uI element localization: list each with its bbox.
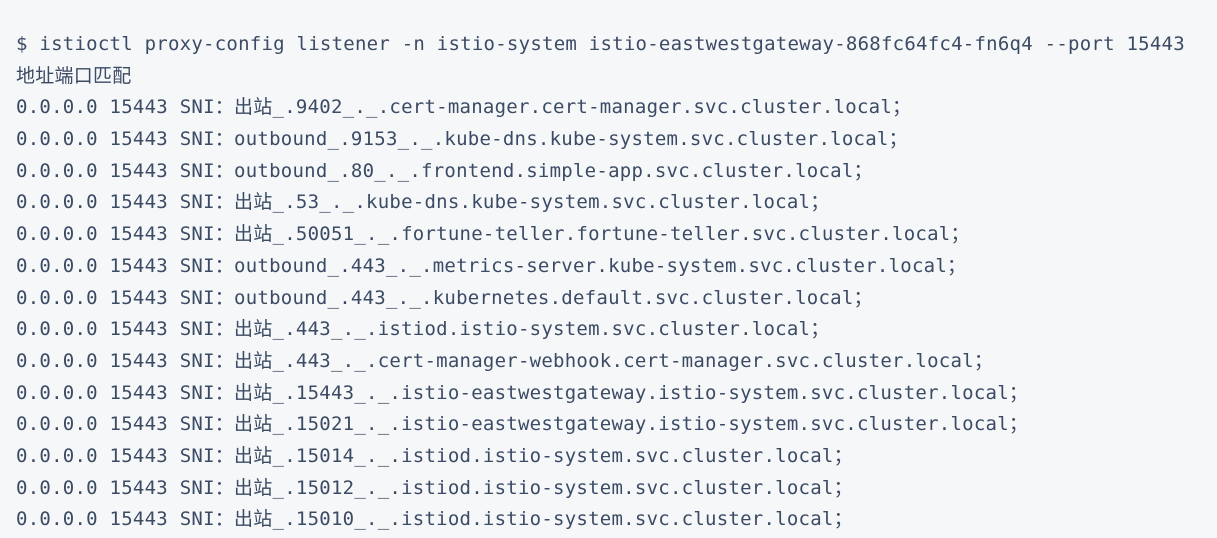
listener-address: 0.0.0.0 (16, 223, 98, 246)
sni-match-label: SNI： (179, 96, 235, 119)
listener-row: 0.0.0.0 15443 SNI：出站_.9402_._.cert-manag… (16, 92, 1207, 124)
sni-destination: 出站_.15021_._.istio-eastwestgateway.istio… (234, 413, 1029, 436)
sni-destination: 出站_.15012_._.istiod.istio-system.svc.clu… (234, 476, 853, 499)
listener-port: 15443 (109, 254, 168, 277)
listener-row: 0.0.0.0 15443 SNI：outbound_.80_._.fronte… (16, 156, 1207, 188)
listener-address: 0.0.0.0 (16, 349, 98, 372)
sni-match-label: SNI： (179, 444, 235, 467)
command-line: $ istioctl proxy-config listener -n isti… (16, 33, 1185, 55)
sni-match-label: SNI： (179, 128, 235, 151)
listener-address: 0.0.0.0 (16, 476, 98, 499)
listener-port: 15443 (109, 508, 168, 531)
sni-match-label: SNI： (179, 508, 235, 531)
listener-port: 15443 (109, 223, 168, 246)
sni-destination: outbound_.9153_._.kube-dns.kube-system.s… (234, 128, 908, 151)
sni-destination: 出站_.443_._.istiod.istio-system.svc.clust… (234, 318, 830, 341)
listener-row: 0.0.0.0 15443 SNI：出站_.15010_._.istiod.is… (16, 504, 1207, 536)
sni-destination: 出站_.53_._.kube-dns.kube-system.svc.clust… (234, 191, 830, 214)
listener-address: 0.0.0.0 (16, 96, 98, 119)
listener-row: 0.0.0.0 15443 SNI：出站_.15012_._.istiod.is… (16, 473, 1207, 505)
sni-match-label: SNI： (179, 318, 235, 341)
listener-row: 0.0.0.0 15443 SNI：出站_.15014_._.istiod.is… (16, 441, 1207, 473)
listener-row: 0.0.0.0 15443 SNI：outbound_.443_._.metri… (16, 251, 1207, 283)
listener-address: 0.0.0.0 (16, 381, 98, 404)
listener-row: 0.0.0.0 15443 SNI：出站_.15021_._.istio-eas… (16, 409, 1207, 441)
listener-row: 0.0.0.0 15443 SNI：outbound_.443_._.kuber… (16, 283, 1207, 315)
listener-port: 15443 (109, 128, 168, 151)
listener-row: 0.0.0.0 15443 SNI：出站_.50051_._.fortune-t… (16, 219, 1207, 251)
listener-port: 15443 (109, 476, 168, 499)
listener-row: 0.0.0.0 15443 SNI：出站_.15443_._.istio-eas… (16, 378, 1207, 410)
sni-match-label: SNI： (179, 413, 235, 436)
listener-address: 0.0.0.0 (16, 444, 98, 467)
sni-match-label: SNI： (179, 349, 235, 372)
sni-match-label: SNI： (179, 191, 235, 214)
listener-address: 0.0.0.0 (16, 128, 98, 151)
listener-address: 0.0.0.0 (16, 191, 98, 214)
listener-row: 0.0.0.0 15443 SNI：出站_.53_._.kube-dns.kub… (16, 187, 1207, 219)
sni-destination: 出站_.9402_._.cert-manager.cert-manager.sv… (234, 96, 912, 119)
sni-destination: outbound_.443_._.kubernetes.default.svc.… (234, 286, 873, 309)
sni-match-label: SNI： (179, 476, 235, 499)
listener-row: 0.0.0.0 15443 SNI：outbound_.9153_._.kube… (16, 124, 1207, 156)
sni-destination: 出站_.50051_._.fortune-teller.fortune-tell… (234, 223, 970, 246)
listener-port: 15443 (109, 191, 168, 214)
listener-address: 0.0.0.0 (16, 508, 98, 531)
listener-port: 15443 (109, 413, 168, 436)
listener-port: 15443 (109, 381, 168, 404)
listener-address: 0.0.0.0 (16, 318, 98, 341)
listener-port: 15443 (109, 286, 168, 309)
listener-port: 15443 (109, 96, 168, 119)
listener-port: 15443 (109, 444, 168, 467)
listener-row: 0.0.0.0 15443 SNI：出站_.443_._.cert-manage… (16, 346, 1207, 378)
listener-port: 15443 (109, 159, 168, 182)
sni-destination: outbound_.80_._.frontend.simple-app.svc.… (234, 159, 873, 182)
listener-address: 0.0.0.0 (16, 413, 98, 436)
sni-match-label: SNI： (179, 254, 235, 277)
sni-match-label: SNI： (179, 159, 235, 182)
listener-rows: 0.0.0.0 15443 SNI：出站_.9402_._.cert-manag… (16, 92, 1207, 536)
sni-match-label: SNI： (179, 223, 235, 246)
sni-match-label: SNI： (179, 381, 235, 404)
sni-destination: 出站_.443_._.cert-manager-webhook.cert-man… (234, 349, 994, 372)
listener-address: 0.0.0.0 (16, 159, 98, 182)
listener-port: 15443 (109, 349, 168, 372)
sni-destination: 出站_.15014_._.istiod.istio-system.svc.clu… (234, 444, 853, 467)
listener-address: 0.0.0.0 (16, 254, 98, 277)
sni-destination: 出站_.15443_._.istio-eastwestgateway.istio… (234, 381, 1029, 404)
sni-destination: outbound_.443_._.metrics-server.kube-sys… (234, 254, 967, 277)
sni-match-label: SNI： (179, 286, 235, 309)
listener-address: 0.0.0.0 (16, 286, 98, 309)
listener-port: 15443 (109, 318, 168, 341)
table-header: 地址端口匹配 (16, 64, 132, 87)
listener-row: 0.0.0.0 15443 SNI：出站_.443_._.istiod.isti… (16, 314, 1207, 346)
sni-destination: 出站_.15010_._.istiod.istio-system.svc.clu… (234, 508, 853, 531)
